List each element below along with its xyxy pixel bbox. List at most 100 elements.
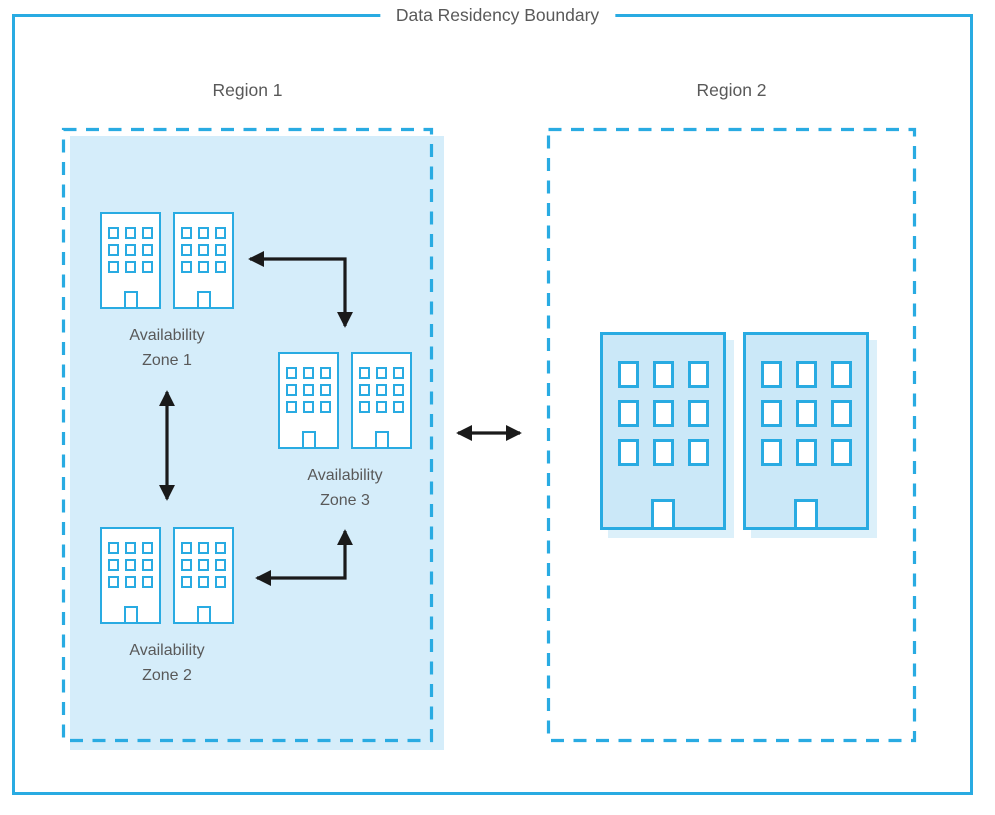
region-1-label: Region 1: [212, 80, 283, 100]
window-pane: [393, 401, 404, 413]
window-pane: [652, 400, 674, 427]
availability-zone-3: Availability Zone 3: [278, 352, 412, 513]
window-pane: [108, 261, 119, 273]
window-pane: [142, 542, 153, 554]
window-pane: [181, 559, 192, 571]
region-1-boundary: [61, 127, 434, 743]
window-pane: [215, 227, 226, 239]
window-pane: [617, 361, 639, 388]
zone-label-line1: Availability: [129, 327, 205, 344]
building-door: [123, 606, 138, 622]
window-pane: [125, 576, 136, 588]
window-pane: [181, 261, 192, 273]
window-pane: [125, 227, 136, 239]
window-pane: [617, 439, 639, 466]
window-pane: [687, 361, 709, 388]
window-pane: [830, 361, 852, 388]
building-icon: [173, 527, 234, 624]
window-pane: [359, 367, 370, 379]
window-pane: [286, 401, 297, 413]
building-door: [794, 499, 818, 527]
building-door: [301, 431, 316, 447]
window-pane: [830, 439, 852, 466]
window-pane: [181, 576, 192, 588]
building-windows: [108, 227, 153, 273]
window-pane: [108, 559, 119, 571]
zone-label-line2: Zone 3: [320, 492, 370, 509]
window-pane: [687, 439, 709, 466]
building-windows: [108, 542, 153, 588]
building-door: [374, 431, 389, 447]
window-pane: [142, 244, 153, 256]
window-pane: [359, 401, 370, 413]
window-pane: [125, 559, 136, 571]
window-pane: [303, 367, 314, 379]
building-door: [123, 291, 138, 307]
window-pane: [376, 367, 387, 379]
zone-label-line2: Zone 1: [142, 352, 192, 369]
window-pane: [198, 261, 209, 273]
window-pane: [393, 367, 404, 379]
window-pane: [142, 576, 153, 588]
window-pane: [215, 244, 226, 256]
window-pane: [125, 542, 136, 554]
zone-label-line2: Zone 2: [142, 667, 192, 684]
region-2-label: Region 2: [696, 80, 767, 100]
window-pane: [652, 361, 674, 388]
building-icon: [100, 527, 161, 624]
availability-zone-1: Availability Zone 1: [100, 212, 234, 373]
building-windows: [181, 542, 226, 588]
window-pane: [393, 384, 404, 396]
region-2-boundary: [546, 127, 917, 743]
window-pane: [652, 439, 674, 466]
window-pane: [198, 576, 209, 588]
window-pane: [142, 261, 153, 273]
window-pane: [760, 361, 782, 388]
window-pane: [303, 401, 314, 413]
window-pane: [142, 559, 153, 571]
window-pane: [795, 400, 817, 427]
window-pane: [376, 401, 387, 413]
window-pane: [125, 244, 136, 256]
region-2-buildings: [600, 332, 869, 530]
zone-label-line1: Availability: [129, 642, 205, 659]
window-pane: [198, 542, 209, 554]
window-pane: [198, 227, 209, 239]
availability-zone-3-label: Availability Zone 3: [278, 463, 412, 513]
window-pane: [108, 227, 119, 239]
diagram-title: Data Residency Boundary: [379, 3, 616, 27]
window-pane: [687, 400, 709, 427]
window-pane: [760, 439, 782, 466]
building-icon: [743, 332, 869, 530]
window-pane: [198, 244, 209, 256]
window-pane: [215, 261, 226, 273]
arrow-az1-az3: [248, 251, 353, 328]
window-pane: [198, 559, 209, 571]
availability-zone-2-label: Availability Zone 2: [100, 638, 234, 688]
building-icon: [173, 212, 234, 309]
window-pane: [181, 244, 192, 256]
window-pane: [108, 542, 119, 554]
window-pane: [303, 384, 314, 396]
window-pane: [125, 261, 136, 273]
window-pane: [320, 367, 331, 379]
window-pane: [286, 367, 297, 379]
building-door: [651, 499, 675, 527]
availability-zone-2: Availability Zone 2: [100, 527, 234, 688]
availability-zone-1-label: Availability Zone 1: [100, 323, 234, 373]
window-pane: [181, 542, 192, 554]
window-pane: [286, 384, 297, 396]
building-icon: [351, 352, 412, 449]
window-pane: [795, 439, 817, 466]
building-icon: [278, 352, 339, 449]
building-icon: [100, 212, 161, 309]
building-windows: [617, 361, 709, 466]
window-pane: [142, 227, 153, 239]
arrow-az2-az3: [255, 529, 353, 586]
window-pane: [617, 400, 639, 427]
window-pane: [215, 576, 226, 588]
window-pane: [320, 401, 331, 413]
window-pane: [181, 227, 192, 239]
building-icon: [600, 332, 726, 530]
